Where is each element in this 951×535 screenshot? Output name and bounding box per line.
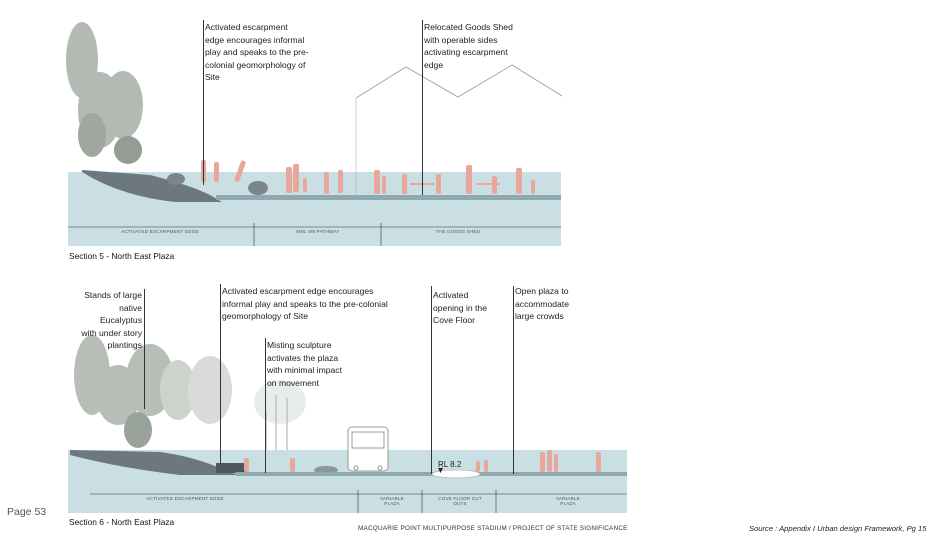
section6-escarpment-annotation: Activated escarpment edge encourages inf…	[222, 286, 388, 322]
section6-cove-opening	[431, 469, 481, 479]
section6-eucalyptus-annotation: Stands of large native Eucalyptus with u…	[81, 290, 142, 351]
section6-level-marker: RL 8.2	[438, 460, 462, 469]
section5-path	[216, 195, 561, 200]
section6-cove-annotation: Activated opening in the Cove Floor	[433, 290, 487, 326]
section5-escarpment-annotation: Activated escarpment edge encourages inf…	[205, 22, 309, 83]
page-number: Page 53	[7, 506, 47, 518]
section5-boulder	[248, 181, 268, 195]
section5-people	[201, 160, 535, 194]
section6-misting-sculpture	[254, 380, 306, 424]
section6-zone-variable-plaza-2: VARIABLE PLAZA	[556, 496, 580, 506]
section5-zone-escarpment: ACTIVATED ESCARPMENT EDGE	[121, 229, 199, 234]
section6-zone-escarpment: ACTIVATED ESCARPMENT EDGE	[146, 496, 224, 501]
project-title: MACQUARIE POINT MULTIPURPOSE STADIUM / P…	[358, 525, 628, 532]
section6-misting-leader	[265, 338, 266, 473]
section6-title: Section 6 - North East Plaza	[69, 517, 175, 527]
section5-escarpment-leader	[203, 20, 204, 185]
section5-title: Section 5 - North East Plaza	[69, 251, 175, 261]
section6-cove-leader	[431, 286, 432, 474]
source-note: Source : Appendix I Urban design Framewo…	[749, 524, 927, 533]
section5-goods-shed-outline	[355, 64, 563, 99]
section5-goods-shed-leader	[422, 20, 423, 195]
section6-trees	[74, 335, 232, 448]
section6-bus	[347, 426, 389, 472]
section5-goods-shed-annotation: Relocated Goods Shed with operable sides…	[424, 22, 513, 70]
section6-open-plaza-annotation: Open plaza to accommodate large crowds	[515, 286, 569, 322]
section6-escarpment-rock	[70, 450, 238, 475]
section6-people	[244, 450, 601, 472]
section6-escarpment-leader	[220, 284, 221, 464]
section6-zone-cove-floor: COVE FLOOR CUT OUTS	[438, 496, 482, 506]
section6-misting-annotation: Misting sculpture activates the plaza wi…	[267, 340, 342, 388]
section6-zone-variable-plaza-1: VARIABLE PLAZA	[380, 496, 404, 506]
section5-zone-pathway: MIN. 6M PATHWAY	[296, 229, 340, 234]
section6-eucalyptus-leader	[144, 289, 145, 409]
section5-trees	[66, 22, 143, 164]
section5-escarpment-rock	[82, 170, 222, 202]
section6-open-plaza-leader	[513, 286, 514, 474]
section5-zone-shed: THE GOODS SHED	[435, 229, 481, 234]
section6-path	[236, 472, 627, 476]
